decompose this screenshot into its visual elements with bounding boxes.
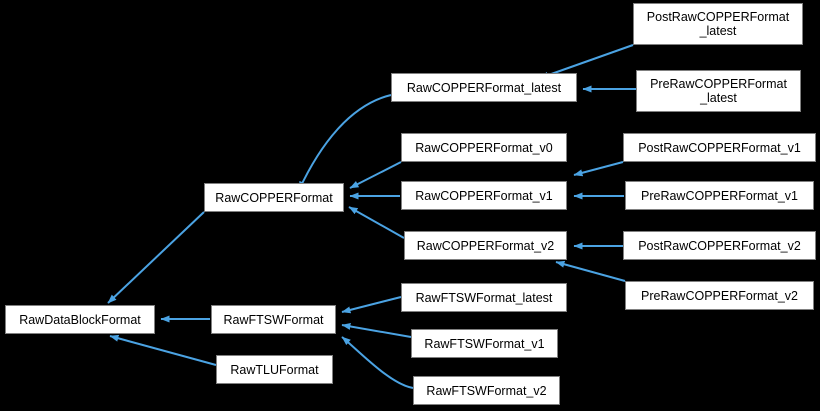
edge-tlu-to-datablock [109,334,217,366]
node-raw-ftsw-format-v1[interactable]: RawFTSWFormat_v1 [411,329,558,358]
node-label: RawCOPPERFormat_v0 [415,140,553,155]
edge-copper-v0-to-copper [349,161,402,189]
node-post-raw-copper-format-v2[interactable]: PostRawCOPPERFormat_v2 [623,231,816,260]
node-label: RawCOPPERFormat_v1 [415,188,553,203]
edge-ftsw-v1-to-ftsw [341,323,412,338]
node-post-raw-copper-format-latest[interactable]: PostRawCOPPERFormat _latest [633,3,803,45]
edge-ftsw-latest-to-ftsw [341,296,402,314]
node-post-raw-copper-format-v1[interactable]: PostRawCOPPERFormat_v1 [623,133,816,162]
node-label: RawFTSWFormat_v1 [424,336,545,351]
node-raw-data-block-format[interactable]: RawDataBlockFormat [5,305,155,334]
node-raw-copper-format-v1[interactable]: RawCOPPERFormat_v1 [401,181,567,210]
node-label: RawCOPPERFormat_latest [406,80,562,95]
edge-copper-v2-to-copper [348,206,405,239]
node-raw-tlu-format[interactable]: RawTLUFormat [216,355,333,384]
node-label: PostRawCOPPERFormat_v1 [638,140,801,155]
node-raw-ftsw-format[interactable]: RawFTSWFormat [211,305,336,334]
edge-copper-latest-to-copper [298,94,392,191]
node-raw-copper-format-v0[interactable]: RawCOPPERFormat_v0 [401,133,567,162]
edge-post-latest-to-copper-latest [539,44,634,79]
edge-copper-to-datablock [107,211,205,304]
node-label: RawCOPPERFormat_v2 [416,238,555,253]
node-raw-copper-format[interactable]: RawCOPPERFormat [204,183,344,212]
edge-pre-v2-to-copper-v2 [555,260,626,282]
node-raw-copper-format-v2[interactable]: RawCOPPERFormat_v2 [404,231,567,260]
node-label: PreRawCOPPERFormat _latest [650,77,787,105]
node-label: RawFTSWFormat [223,312,324,327]
node-label: PostRawCOPPERFormat _latest [646,10,790,38]
node-label: RawCOPPERFormat [215,190,333,205]
node-label: RawDataBlockFormat [19,312,141,327]
node-raw-ftsw-format-v2[interactable]: RawFTSWFormat_v2 [413,376,560,405]
edge-post-v1-to-copper-v1 [573,161,624,177]
node-label: RawFTSWFormat_latest [415,290,553,305]
node-label: PostRawCOPPERFormat_v2 [638,238,801,253]
node-label: PreRawCOPPERFormat_v2 [641,288,798,303]
node-raw-copper-format-latest[interactable]: RawCOPPERFormat_latest [391,73,577,102]
node-label: RawTLUFormat [230,362,319,377]
node-pre-raw-copper-format-latest[interactable]: PreRawCOPPERFormat _latest [636,70,801,112]
edge-ftsw-v2-to-ftsw [341,336,414,389]
node-raw-ftsw-format-latest[interactable]: RawFTSWFormat_latest [401,283,567,312]
node-pre-raw-copper-format-v1[interactable]: PreRawCOPPERFormat_v1 [625,181,814,210]
node-label: PreRawCOPPERFormat_v1 [641,188,798,203]
node-label: RawFTSWFormat_v2 [426,383,547,398]
node-pre-raw-copper-format-v2[interactable]: PreRawCOPPERFormat_v2 [625,281,814,310]
